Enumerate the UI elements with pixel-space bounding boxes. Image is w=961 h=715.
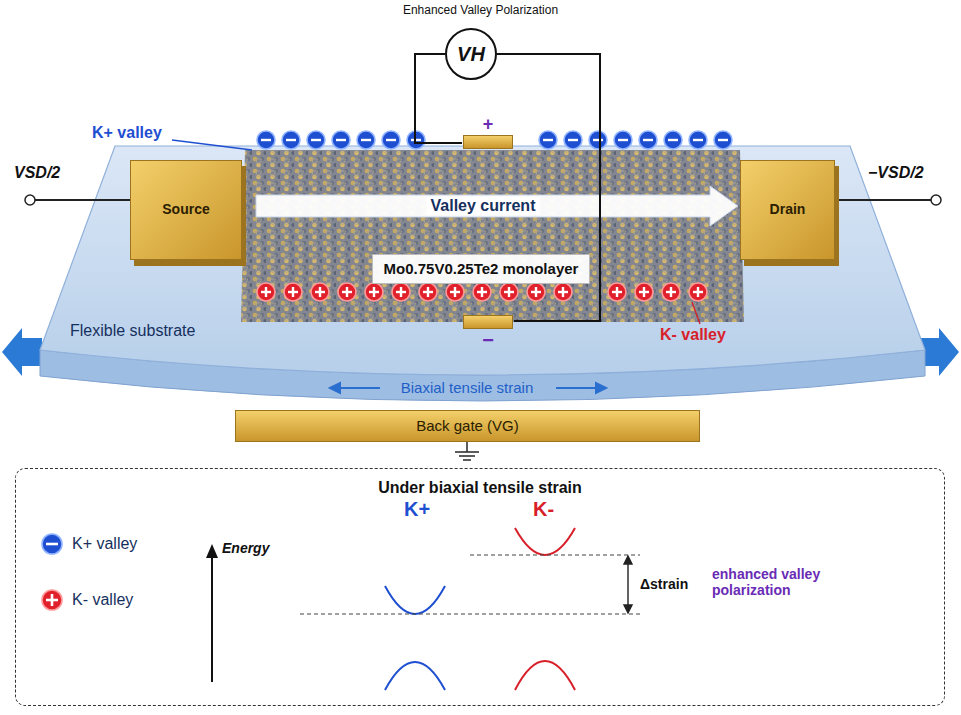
- strain-arrow: [2, 328, 42, 376]
- valley-name: K-: [533, 498, 554, 521]
- legend-entry: K+ valley: [40, 532, 137, 556]
- title: Enhanced Valley Polarization: [0, 4, 961, 18]
- hall-contact: −: [462, 314, 514, 352]
- legend-swatch: [40, 588, 64, 612]
- node-label: Drain: [770, 202, 806, 217]
- contact-pad: [463, 315, 513, 329]
- source-electrode: Source: [130, 160, 242, 260]
- terminal-label: −VSD/2: [868, 164, 924, 182]
- substrate-label: Flexible substrate: [70, 322, 195, 340]
- terminal-label: VSD/2: [14, 164, 60, 182]
- flexible-substrate: [40, 146, 925, 375]
- material-label: Mo0.75V0.25Te2 monolayer: [372, 254, 590, 284]
- delta-arrow: [624, 556, 632, 613]
- valley-label: K+ valley: [92, 124, 162, 142]
- current-arrow: [256, 186, 738, 226]
- monolayer-lattice: [241, 150, 744, 322]
- axis-label: Energy: [222, 540, 269, 556]
- panel-heading: Under biaxial tensile strain: [378, 479, 582, 497]
- gap-label: Δstrain: [640, 576, 688, 592]
- contact-pad: [463, 135, 513, 149]
- voltmeter: VH: [445, 28, 497, 80]
- terminal: [25, 195, 35, 205]
- ground-symbol: [455, 442, 479, 460]
- valley-name: K+: [404, 498, 430, 521]
- valence-band: [515, 661, 575, 690]
- conduction-band: [515, 528, 575, 555]
- inset-panel: Under biaxial tensile strain: [15, 468, 945, 706]
- valence-band: [385, 662, 445, 690]
- level-line: [470, 554, 640, 555]
- wire: [835, 199, 931, 201]
- legend-swatch: [40, 532, 64, 556]
- node-label: Source: [162, 202, 209, 217]
- terminal: [931, 195, 941, 205]
- level-line: [300, 613, 640, 614]
- leader-line: [692, 302, 700, 324]
- node-label: +: [483, 115, 494, 135]
- node-label: −: [482, 329, 494, 351]
- node-label: VH: [457, 43, 485, 65]
- back-gate: Back gate (VG): [235, 410, 700, 442]
- wire: [35, 199, 130, 201]
- effect-label: enhanced valley polarization: [712, 566, 822, 598]
- legend-entry: K- valley: [40, 588, 133, 612]
- energy-axis: [211, 556, 213, 682]
- conduction-band: [385, 586, 445, 614]
- legend-text: K+ valley: [72, 535, 137, 553]
- strain-label: Biaxial tensile strain: [401, 379, 534, 396]
- drain-electrode: Drain: [740, 160, 835, 260]
- plus-charge-row: [257, 283, 707, 301]
- node-label: Mo0.75V0.25Te2 monolayer: [384, 261, 579, 278]
- hall-contact: +: [462, 114, 514, 150]
- minus-charge-row: [257, 131, 732, 149]
- leader-line: [172, 140, 252, 150]
- energy-axis-head: [206, 544, 218, 558]
- node-label: Back gate (VG): [416, 418, 519, 435]
- arrow-label: Valley current: [427, 197, 540, 215]
- valley-label: K- valley: [660, 326, 726, 344]
- legend-text: K- valley: [72, 591, 133, 609]
